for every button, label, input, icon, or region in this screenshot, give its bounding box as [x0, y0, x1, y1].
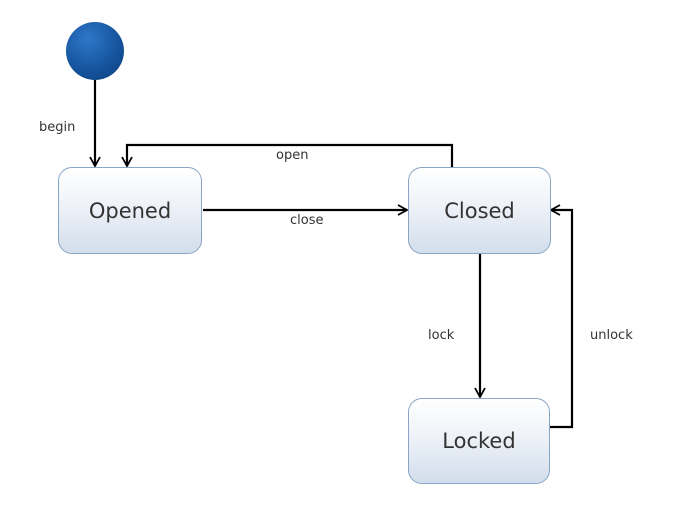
- state-locked[interactable]: Locked: [408, 398, 550, 484]
- edge-label-close: close: [290, 213, 324, 228]
- edge-label-begin: begin: [39, 120, 76, 135]
- state-opened-label: Opened: [88, 198, 172, 223]
- edge-unlock: [549, 204, 574, 429]
- edge-label-lock: lock: [428, 328, 455, 343]
- initial-node: [66, 22, 124, 80]
- edge-label-unlock: unlock: [590, 328, 633, 343]
- state-opened[interactable]: Opened: [58, 167, 202, 254]
- state-closed-label: Closed: [444, 198, 515, 223]
- state-closed[interactable]: Closed: [408, 167, 551, 254]
- edge-open: [121, 143, 454, 168]
- edge-label-open: open: [276, 148, 309, 163]
- state-locked-label: Locked: [442, 429, 516, 453]
